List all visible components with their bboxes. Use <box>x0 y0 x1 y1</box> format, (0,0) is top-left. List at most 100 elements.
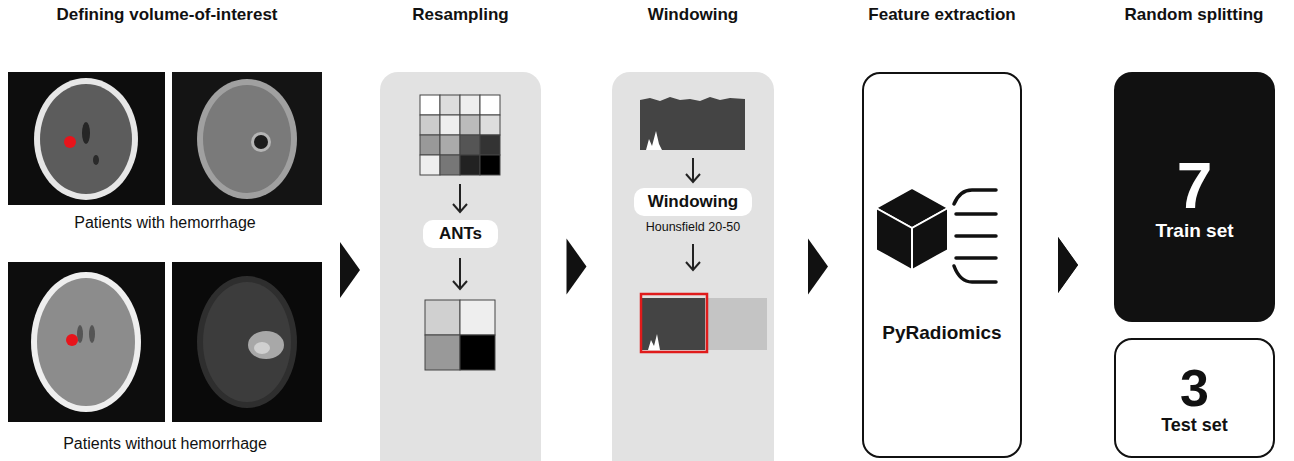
illustration-shape <box>8 262 165 422</box>
illustration-shape <box>420 155 440 175</box>
illustration-shape <box>459 184 461 211</box>
down-arrow <box>686 244 700 270</box>
illustration-shape <box>460 135 480 155</box>
split-ratio: 3 <box>1180 360 1209 416</box>
image-caption: Patients with hemorrhage <box>74 214 255 231</box>
voxel-grid-fine <box>420 95 500 175</box>
illustration-shape <box>40 84 132 194</box>
illustration-shape <box>692 244 694 269</box>
illustration-shape <box>440 115 460 135</box>
illustration-shape <box>480 115 500 135</box>
split-box: 7Train set <box>1114 72 1275 322</box>
illustration-shape <box>480 155 500 175</box>
illustration-shape <box>425 335 460 370</box>
illustration-shape <box>453 281 467 289</box>
ct-scan-image <box>8 262 165 422</box>
heading-wrap: Windowing <box>648 5 739 25</box>
stage-panel: PyRadiomics Feature extraction <box>862 0 1022 461</box>
illustration-shape <box>954 266 996 282</box>
tool-pill: ANTs <box>423 220 498 248</box>
label-wrap: Defining volume-of-interest <box>56 5 277 25</box>
illustration-shape <box>460 155 480 175</box>
illustration-shape <box>31 272 141 412</box>
heading-wrap: Resampling <box>412 5 508 25</box>
illustration-shape <box>686 174 700 182</box>
illustration-shape <box>64 136 76 148</box>
down-arrow <box>453 258 467 289</box>
illustration-shape <box>420 135 440 155</box>
set-name: Train set <box>1155 221 1233 242</box>
flow-chevron <box>567 239 587 295</box>
stage-panel: ResamplingANTs <box>380 0 541 461</box>
stage-heading: Windowing <box>648 5 739 24</box>
stage-heading: Random splitting <box>1125 5 1264 24</box>
down-arrow <box>453 184 467 212</box>
illustration-shape <box>459 258 461 288</box>
label-wrap: Patients without hemorrhage <box>63 434 267 453</box>
illustration-shape <box>197 276 297 408</box>
stage-heading: Feature extraction <box>868 5 1015 24</box>
split-ratio: 7 <box>1177 152 1213 221</box>
illustration-shape <box>876 188 948 228</box>
tool-pill-group: WindowingHounsfield 20-50 <box>634 188 753 235</box>
illustration-shape <box>248 331 284 359</box>
voxel-grid-coarse <box>425 300 495 370</box>
illustration-shape <box>440 155 460 175</box>
tool-name: Windowing <box>634 188 753 216</box>
illustration-shape <box>641 294 707 352</box>
illustration-shape <box>172 262 322 422</box>
illustration-shape <box>254 342 270 354</box>
panel-body <box>380 72 541 461</box>
illustration-shape <box>203 85 291 193</box>
illustration-shape <box>912 208 948 270</box>
illustration-shape <box>251 132 271 152</box>
illustration-shape <box>642 298 705 350</box>
illustration-shape <box>66 334 78 346</box>
illustration-shape <box>440 135 460 155</box>
illustration-shape <box>648 334 660 350</box>
panel-body: PyRadiomics <box>862 72 1022 458</box>
text-wrap: PyRadiomics <box>864 322 1020 345</box>
illustration-shape <box>77 325 83 343</box>
illustration-shape <box>956 256 996 260</box>
illustration-shape <box>89 325 95 343</box>
illustration-shape <box>93 155 99 165</box>
heading-wrap: Feature extraction <box>868 5 1015 25</box>
label-wrap: Patients with hemorrhage <box>74 213 255 232</box>
mri-scan-image <box>172 72 322 205</box>
cube-icon <box>876 188 948 270</box>
panel-body <box>612 72 774 461</box>
tool-name: ANTs <box>439 224 482 243</box>
histogram-windowed <box>641 294 767 352</box>
illustration-shape <box>34 78 138 200</box>
illustration-shape <box>82 122 90 144</box>
illustration-shape <box>254 135 268 149</box>
illustration-shape <box>692 158 694 181</box>
mri-scan-image <box>172 262 322 422</box>
flow-chevron <box>1058 237 1078 293</box>
illustration-shape <box>640 97 745 150</box>
illustration-shape <box>420 95 440 115</box>
illustration-shape <box>646 131 662 150</box>
illustration-shape <box>440 95 460 115</box>
split-box: 3Test set <box>1114 338 1275 458</box>
illustration-shape <box>203 282 291 402</box>
tool-name: PyRadiomics <box>882 322 1001 343</box>
stage-heading: Defining volume-of-interest <box>56 5 277 24</box>
illustration-shape <box>956 212 996 216</box>
illustration-shape <box>37 278 135 406</box>
image-caption: Patients without hemorrhage <box>63 435 267 452</box>
illustration-shape <box>705 298 767 350</box>
illustration-shape <box>420 115 440 135</box>
ct-scan-image <box>8 72 165 205</box>
illustration-shape <box>460 95 480 115</box>
illustration-shape <box>686 262 700 270</box>
illustration-shape <box>460 115 480 135</box>
feature-lines <box>954 190 996 282</box>
set-name: Test set <box>1161 416 1228 435</box>
illustration-shape <box>172 72 322 205</box>
down-arrow <box>686 158 700 182</box>
flow-chevron <box>340 242 360 298</box>
illustration-shape <box>956 234 996 238</box>
